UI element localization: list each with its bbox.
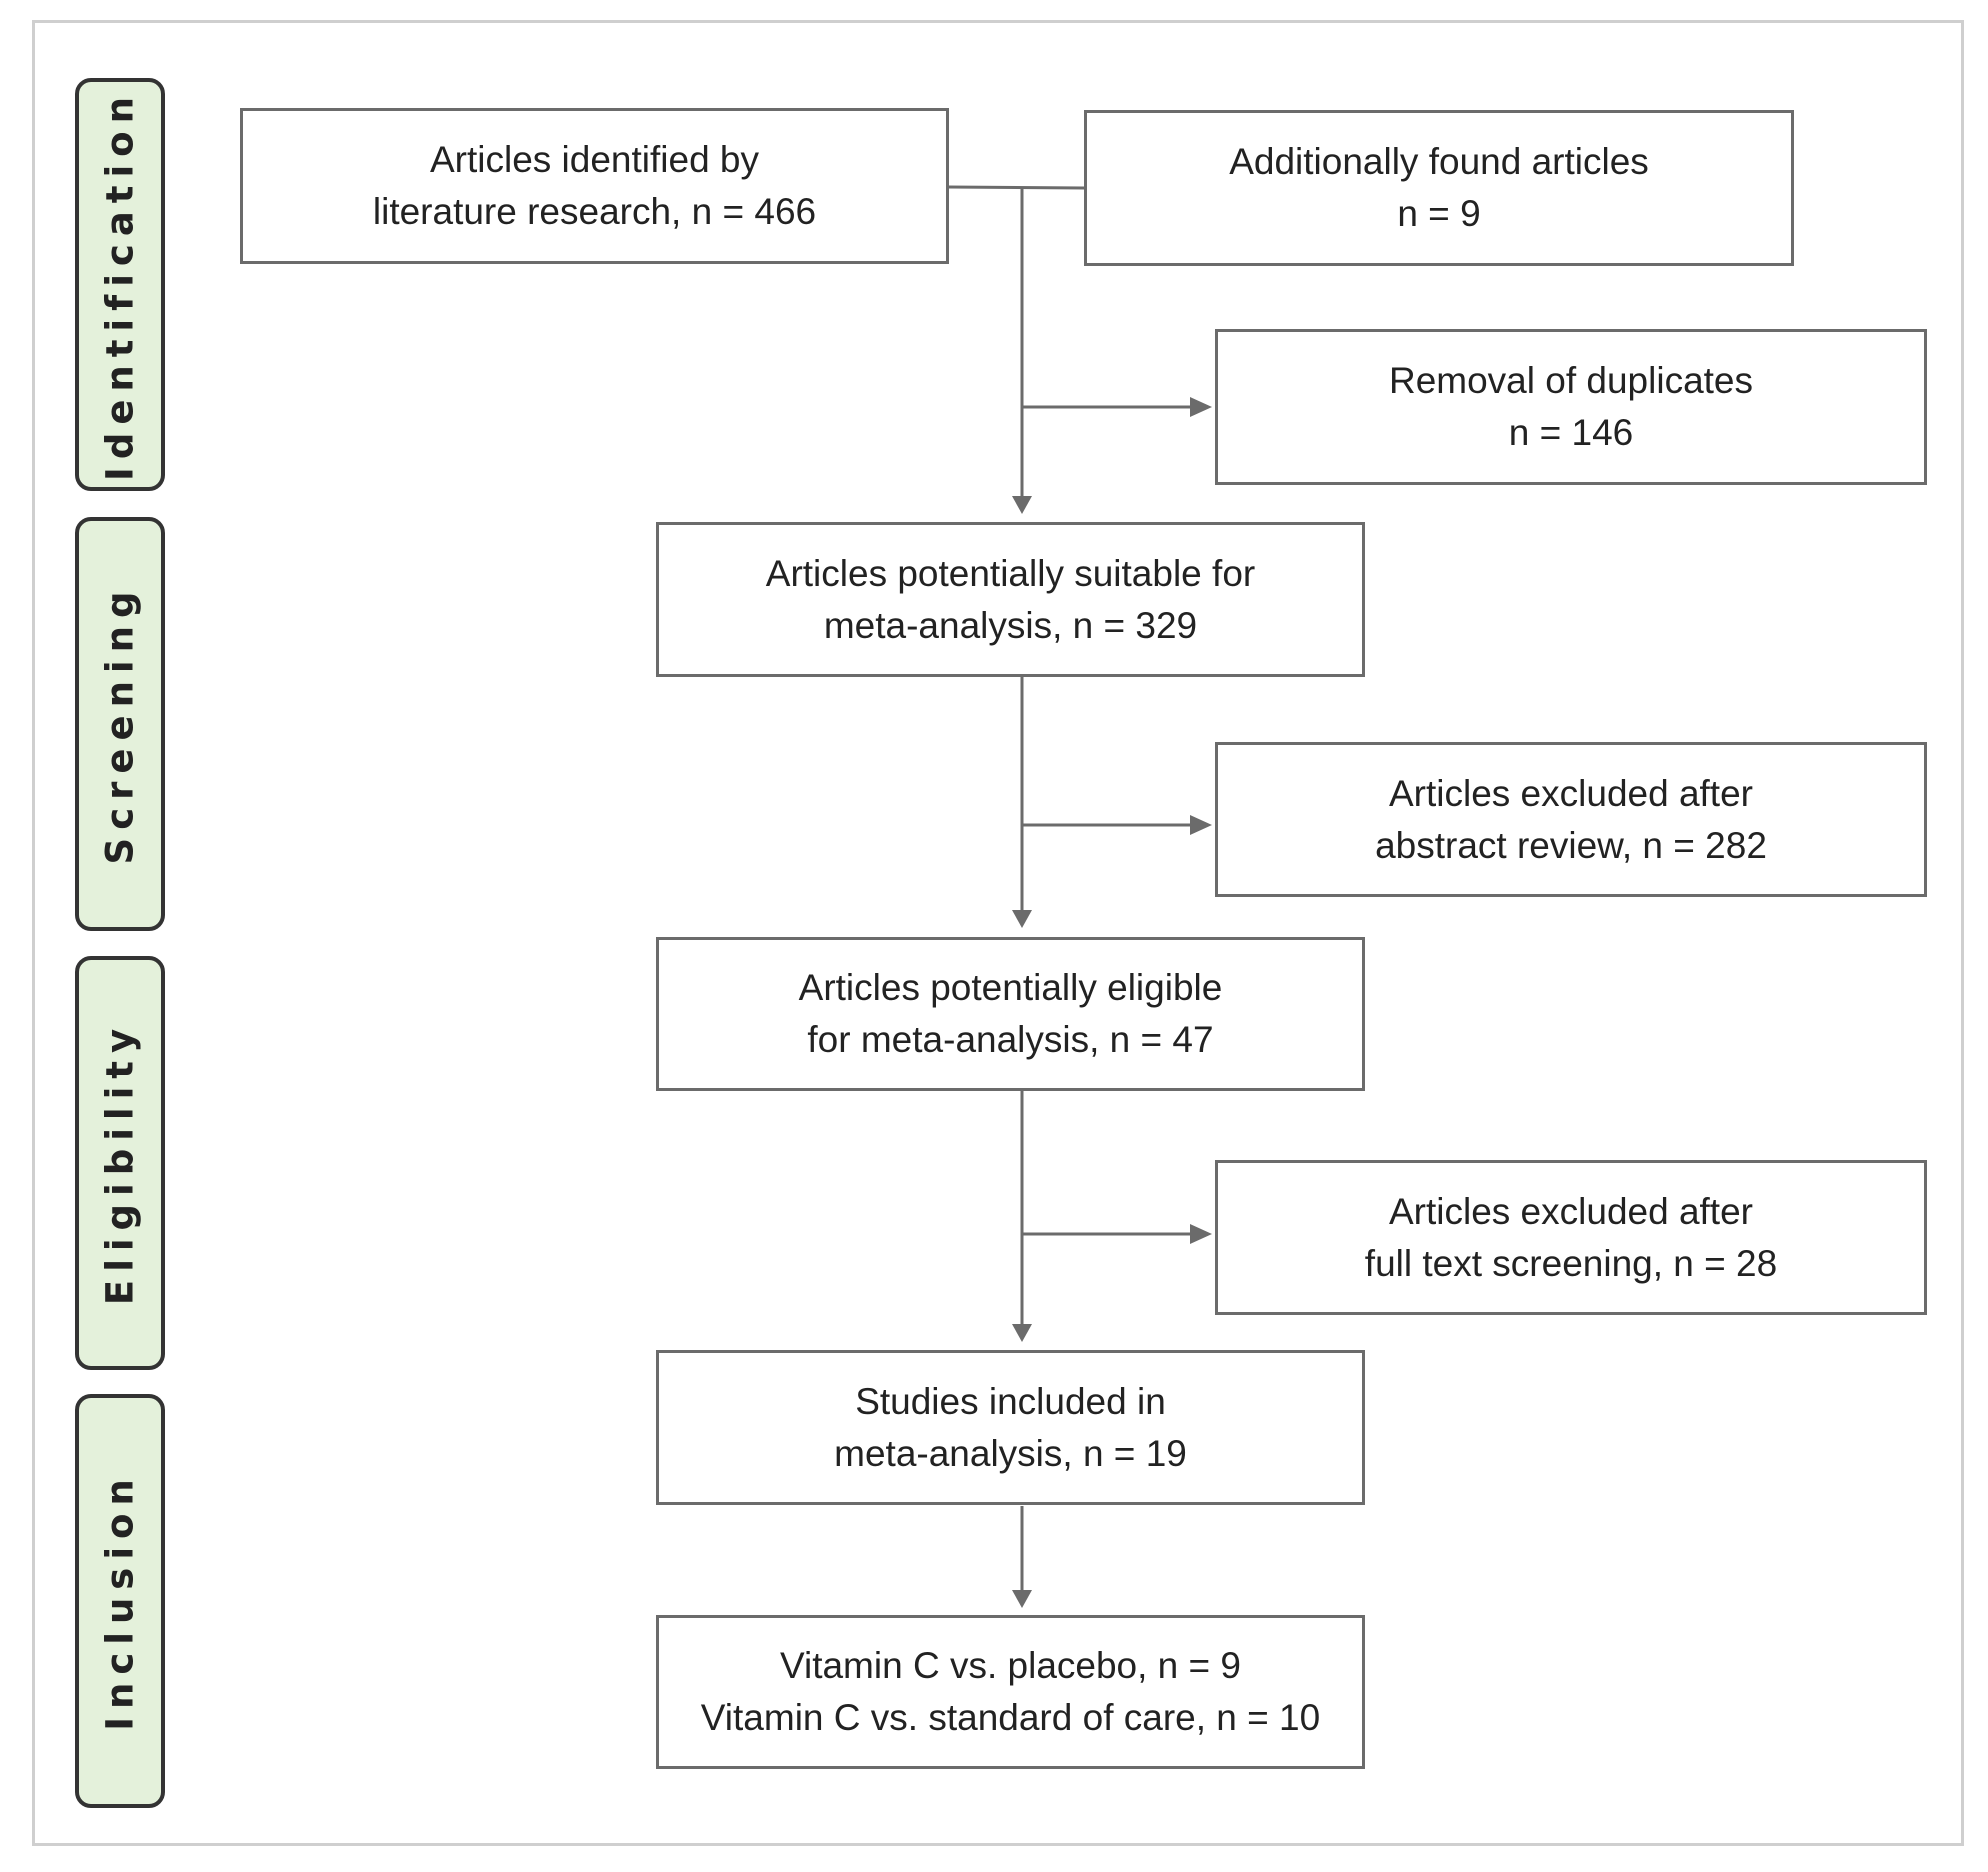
box-articles-suitable-line2: meta-analysis, n = 329 (823, 604, 1198, 646)
arrow-to-eligible (1012, 910, 1032, 928)
box-studies-included-text: Studies included in meta-analysis, n = 1… (834, 1376, 1187, 1480)
arrow-to-comparison (1012, 1590, 1032, 1608)
stage-eligibility: Eligibility (75, 956, 165, 1370)
box-vitamin-c-comparisons-line2: Vitamin C vs. standard of care, n = 10 (700, 1697, 1321, 1738)
box-removal-duplicates-line2: n = 146 (1508, 412, 1634, 453)
box-articles-identified-line1: Articles identified by (429, 139, 760, 180)
box-articles-eligible-line1: Articles potentially eligible (798, 967, 1223, 1008)
box-studies-included-line1: Studies included in (855, 1380, 1166, 1422)
box-articles-eligible-text: Articles potentially eligible for meta-a… (799, 962, 1223, 1066)
box-excluded-abstract-line1: Articles excluded after (1388, 772, 1753, 814)
box-additional-articles-text: Additionally found articles n = 9 (1229, 136, 1649, 240)
box-articles-eligible: Articles potentially eligible for meta-a… (656, 937, 1365, 1091)
box-removal-duplicates-text: Removal of duplicates n = 146 (1389, 355, 1753, 459)
box-excluded-abstract-line2: abstract review, n = 282 (1375, 824, 1767, 866)
box-additional-articles-line2: n = 9 (1397, 193, 1481, 234)
box-studies-included: Studies included in meta-analysis, n = 1… (656, 1350, 1365, 1505)
box-articles-identified: Articles identified by literature resear… (240, 108, 949, 264)
arrow-to-duplicates (1190, 397, 1212, 417)
box-excluded-abstract: Articles excluded after abstract review,… (1215, 742, 1927, 897)
box-articles-identified-line2: literature research, n = 466 (372, 191, 817, 232)
box-studies-included-line2: meta-analysis, n = 19 (834, 1432, 1187, 1474)
box-articles-identified-text: Articles identified by literature resear… (373, 134, 816, 238)
arrow-to-included (1012, 1324, 1032, 1342)
stage-screening: Screening (75, 517, 165, 931)
box-additional-articles-line1: Additionally found articles (1229, 141, 1649, 182)
arrow-to-excluded-fulltext (1190, 1224, 1212, 1244)
box-excluded-fulltext-line2: full text screening, n = 28 (1364, 1242, 1778, 1284)
box-additional-articles: Additionally found articles n = 9 (1084, 110, 1794, 266)
box-vitamin-c-comparisons: Vitamin C vs. placebo, n = 9 Vitamin C v… (656, 1615, 1365, 1769)
box-excluded-fulltext: Articles excluded after full text screen… (1215, 1160, 1927, 1315)
arrow-to-suitable (1012, 496, 1032, 514)
box-removal-duplicates-line1: Removal of duplicates (1388, 360, 1754, 401)
diagram-frame (32, 20, 1964, 1846)
box-vitamin-c-comparisons-text: Vitamin C vs. placebo, n = 9 Vitamin C v… (701, 1640, 1320, 1744)
box-excluded-fulltext-text: Articles excluded after full text screen… (1365, 1186, 1777, 1290)
box-articles-suitable-text: Articles potentially suitable for meta-a… (766, 548, 1255, 652)
box-excluded-fulltext-line1: Articles excluded after (1388, 1190, 1753, 1232)
box-articles-suitable: Articles potentially suitable for meta-a… (656, 522, 1365, 677)
arrow-to-excluded-abstract (1190, 815, 1212, 835)
box-vitamin-c-comparisons-line1: Vitamin C vs. placebo, n = 9 (779, 1645, 1242, 1686)
stage-identification: Identification (75, 78, 165, 491)
stage-inclusion: Inclusion (75, 1394, 165, 1808)
box-articles-eligible-line2: for meta-analysis, n = 47 (807, 1019, 1214, 1060)
box-articles-suitable-line1: Articles potentially suitable for (765, 552, 1256, 594)
box-removal-duplicates: Removal of duplicates n = 146 (1215, 329, 1927, 485)
box-excluded-abstract-text: Articles excluded after abstract review,… (1375, 768, 1767, 872)
connector-identified-additional (947, 185, 1085, 190)
